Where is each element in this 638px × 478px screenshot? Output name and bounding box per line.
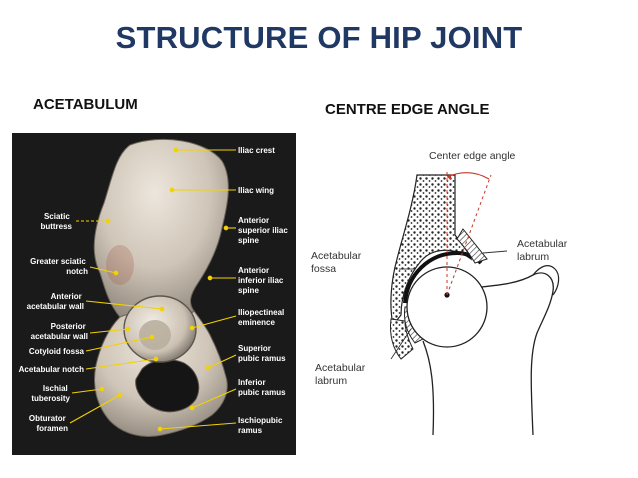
label-cotyloid-fossa: Cotyloid fossa (29, 347, 85, 356)
pelvic-bone-lower (390, 318, 414, 360)
label-acetabular-labrum-top: Acetabular labrum (517, 238, 570, 263)
label-iliac-crest: Iliac crest (238, 146, 275, 155)
label-inferior-pubic-ramus: Inferior pubic ramus (238, 378, 286, 397)
label-superior-pubic-ramus: Superior pubic ramus (238, 344, 286, 363)
label-acetabular-labrum-bottom: Acetabular labrum (315, 362, 368, 387)
hip-line-drawing: Center edge angle Acetabular fossa Aceta… (311, 150, 570, 436)
label-ischial-tuberosity: Ischial tuberosity (31, 384, 70, 403)
label-acetabular-fossa: Acetabular fossa (311, 250, 364, 275)
femur-shaft (422, 272, 554, 436)
notch-shading (106, 245, 134, 285)
labrum-top-shape (456, 228, 488, 264)
label-center-edge-angle: Center edge angle (429, 150, 516, 162)
pelvis-illustration: Iliac crest Iliac wing Anterior superior… (19, 138, 290, 437)
label-acetabular-notch: Acetabular notch (19, 365, 84, 374)
slide-title: STRUCTURE OF HIP JOINT (115, 20, 523, 55)
angle-arrow (447, 174, 451, 180)
label-anterior-acetabular-wall: Anterior acetabular wall (27, 292, 84, 311)
acetabulum-heading: ACETABULUM (33, 96, 138, 113)
centre-edge-angle-heading: CENTRE EDGE ANGLE (325, 101, 490, 118)
ilium-wing (93, 138, 229, 320)
right-leaders (157, 147, 237, 432)
label-posterior-acetabular-wall: Posterior acetabular wall (31, 322, 88, 341)
greater-trochanter (532, 265, 560, 296)
label-iliac-wing: Iliac wing (238, 186, 274, 195)
label-ischiopubic-ramus: Ischiopubic ramus (238, 416, 285, 435)
label-iliopectineal-eminence: Iliopectineal eminence (238, 308, 286, 327)
label-obturator-foramen: Obturator foramen (29, 414, 68, 433)
label-asis: Anterior superior iliac spine (238, 216, 290, 245)
acetabulum-figure: Iliac crest Iliac wing Anterior superior… (12, 133, 296, 455)
femoral-head (406, 266, 488, 348)
label-sciatic-buttress: Sciatic buttress (40, 212, 72, 231)
left-leaders (69, 218, 165, 424)
label-aiis: Anterior inferior iliac spine (238, 266, 286, 295)
right-figure-leaders (390, 250, 508, 360)
centre-edge-angle-figure: Center edge angle Acetabular fossa Aceta… (305, 135, 630, 455)
label-greater-sciatic-notch: Greater sciatic notch (30, 257, 88, 276)
cotyloid-fossa-shape (139, 320, 171, 350)
